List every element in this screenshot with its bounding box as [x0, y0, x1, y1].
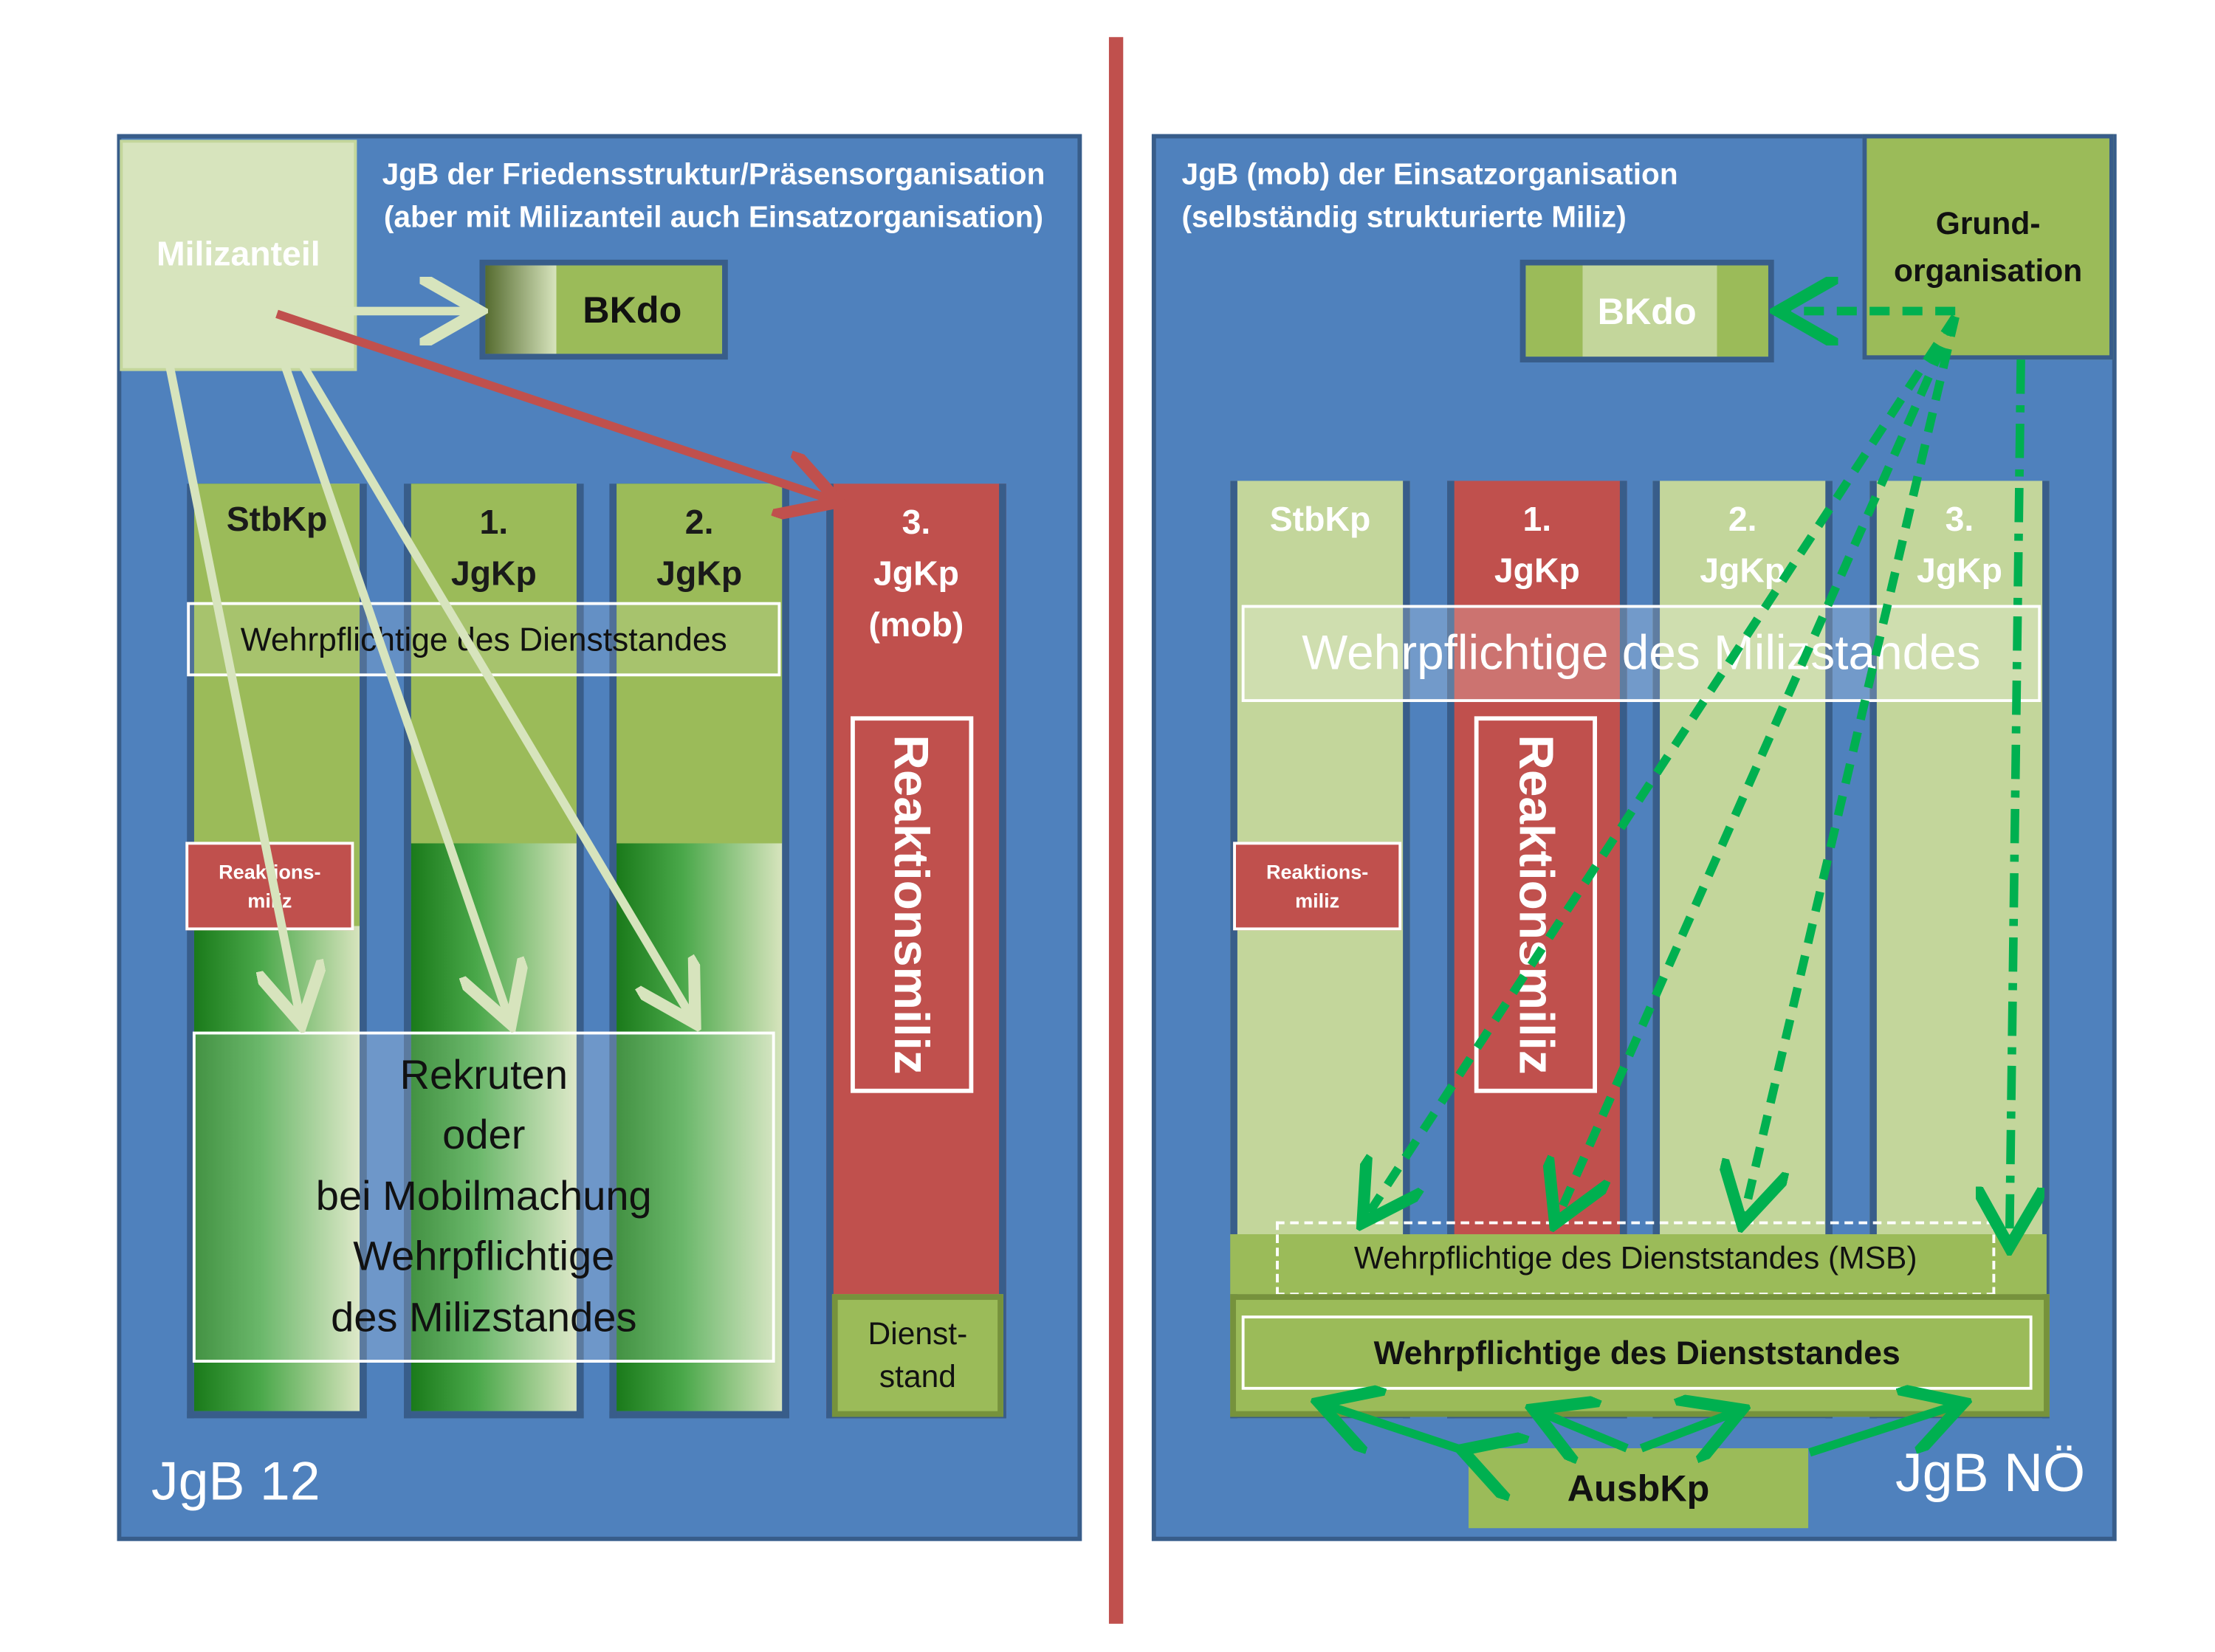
arrow-ausbkp-to-stbkp: [1328, 1405, 1470, 1453]
right-col-3jgkp-line1: 3.: [1945, 500, 1974, 540]
right-col-1jgkp-line2: JgKp: [1494, 552, 1580, 591]
rekruten-line-2: oder: [442, 1113, 526, 1160]
right-bkdo-label: BKdo: [1597, 289, 1697, 332]
left-col-3jgkp-line3: (mob): [868, 606, 964, 645]
rekruten-line-4: Wehrpflichtige: [353, 1234, 615, 1281]
arrow-ausbkp-to-2jgkp: [1639, 1413, 1734, 1448]
arrow-milizanteil-to-3jgkp: [275, 309, 831, 499]
right-col-2jgkp-title: 2. JgKp: [1660, 481, 1825, 598]
arrow-ausbkp-to-3jgkp: [1808, 1405, 1955, 1457]
left-footer: JgB 12: [151, 1452, 320, 1512]
right-col-3jgkp-line2: JgKp: [1917, 552, 2002, 591]
right-wehrpflichtige-dienst-box: Wehrpflichtige des Dienststandes: [1241, 1315, 2033, 1390]
milizanteil-label: Milizanteil: [156, 235, 320, 275]
wehrpflichtige-miliz-label: Wehrpflichtige des Milizstandes: [1302, 625, 1981, 681]
right-heading: JgB (mob) der Einsatzorganisation (selbs…: [1182, 154, 1782, 240]
left-col-3jgkp-line2: JgKp: [873, 554, 959, 594]
left-col-3jgkp-mob: 3. JgKp (mob): [826, 483, 1006, 1419]
left-col-2jgkp-line2: JgKp: [656, 554, 743, 594]
grundorganisation-line2: organisation: [1894, 252, 2083, 289]
arrow-ausbkp-to-1jgkp: [1542, 1413, 1629, 1448]
left-col-1jgkp: 1. JgKp: [404, 483, 584, 1419]
right-col-2jgkp-line1: 2.: [1728, 500, 1757, 540]
msb-box: Wehrpflichtige des Dienststandes (MSB): [1276, 1221, 1996, 1296]
left-heading: JgB der Friedensstruktur/Präsensorganisa…: [357, 154, 1070, 240]
right-heading-line1: JgB (mob) der Einsatzorganisation: [1181, 158, 1678, 192]
rekruten-line-3: bei Mobilmachung: [315, 1174, 652, 1220]
arrow-grund-to-2jgkp: [1744, 315, 1960, 1216]
rekruten-line-5: des Milizstandes: [331, 1295, 637, 1341]
left-col-stbkp-line1: StbKp: [226, 500, 328, 540]
right-footer: JgB NÖ: [1895, 1444, 2086, 1504]
arrow-milizanteil-to-2jgkp: [270, 314, 690, 1016]
right-col-1jgkp-line1: 1.: [1522, 500, 1552, 540]
right-reaktionsmiliz-small: Reaktions- miliz: [1233, 842, 1402, 931]
left-heading-line2: (aber mit Milizanteil auch Einsatzorgani…: [383, 201, 1044, 235]
left-col-1jgkp-title: 1. JgKp: [411, 483, 577, 601]
right-col-stbkp-line1: StbKp: [1269, 500, 1371, 540]
left-col-3jgkp-title: 3. JgKp (mob): [834, 483, 999, 652]
arrow-milizanteil-to-stbkp: [155, 315, 299, 1016]
left-col-1jgkp-line2: JgKp: [450, 554, 537, 594]
wehrpflichtige-miliz-box: Wehrpflichtige des Milizstandes: [1241, 605, 2041, 703]
dienststand-box: Dienst- stand: [831, 1294, 1003, 1417]
right-col-3jgkp-title: 3. JgKp: [1877, 481, 2042, 598]
arrow-grund-to-3jgkp: [2010, 359, 2021, 1239]
arrow-grund-to-1jgkp: [1559, 314, 1960, 1216]
left-col-1jgkp-line1: 1.: [479, 503, 509, 543]
dienststand-line2: stand: [879, 1358, 956, 1394]
left-reaktionsmiliz-small-line2: miliz: [247, 889, 292, 912]
left-col-stbkp-title: StbKp: [194, 483, 360, 546]
msb-band: [1230, 1234, 2047, 1295]
msb-label: Wehrpflichtige des Dienststandes (MSB): [1353, 1239, 1917, 1276]
arrow-grund-to-stbkp: [1367, 314, 1960, 1216]
right-col-stbkp-title: StbKp: [1237, 481, 1403, 546]
right-reaktionsmiliz-vertical-box: [1474, 716, 1598, 1093]
left-col-2jgkp: 2. JgKp: [609, 483, 789, 1419]
left-reaktionsmiliz-vertical-box: [851, 716, 974, 1093]
grundorganisation-box: Grund- organisation: [1862, 134, 2114, 360]
right-heading-line2: (selbständig strukturierte Miliz): [1181, 201, 1627, 235]
right-reaktionsmiliz-small-line2: miliz: [1295, 889, 1340, 912]
left-bkdo-box: BKdo: [479, 259, 728, 360]
right-col-1jgkp-title: 1. JgKp: [1455, 481, 1620, 598]
center-divider: [1108, 37, 1124, 1624]
left-wehrpflichtige-dienst-label: Wehrpflichtige des Dienststandes: [240, 619, 727, 658]
left-col-2jgkp-title: 2. JgKp: [617, 483, 782, 601]
right-col-2jgkp-line2: JgKp: [1700, 552, 1786, 591]
left-col-2jgkp-line1: 2.: [684, 503, 714, 543]
rekruten-line-1: Rekruten: [399, 1053, 568, 1098]
arrow-milizanteil-to-1jgkp: [264, 315, 508, 1016]
grundorganisation-line1: Grund-: [1935, 205, 2041, 241]
left-heading-line1: JgB der Friedensstruktur/Präsensorganisa…: [382, 158, 1045, 192]
rekruten-box: Rekruten oder bei Mobilmachung Wehrpflic…: [192, 1031, 775, 1363]
left-col-3jgkp-line1: 3.: [902, 503, 931, 543]
ausbkp-label: AusbKp: [1567, 1466, 1710, 1510]
dienststand-line1: Dienst-: [868, 1315, 968, 1352]
left-bkdo-label: BKdo: [583, 287, 682, 331]
right-wehrpflichtige-dienst-label: Wehrpflichtige des Dienststandes: [1373, 1333, 1900, 1371]
right-reaktionsmiliz-small-line1: Reaktions-: [1266, 860, 1369, 884]
